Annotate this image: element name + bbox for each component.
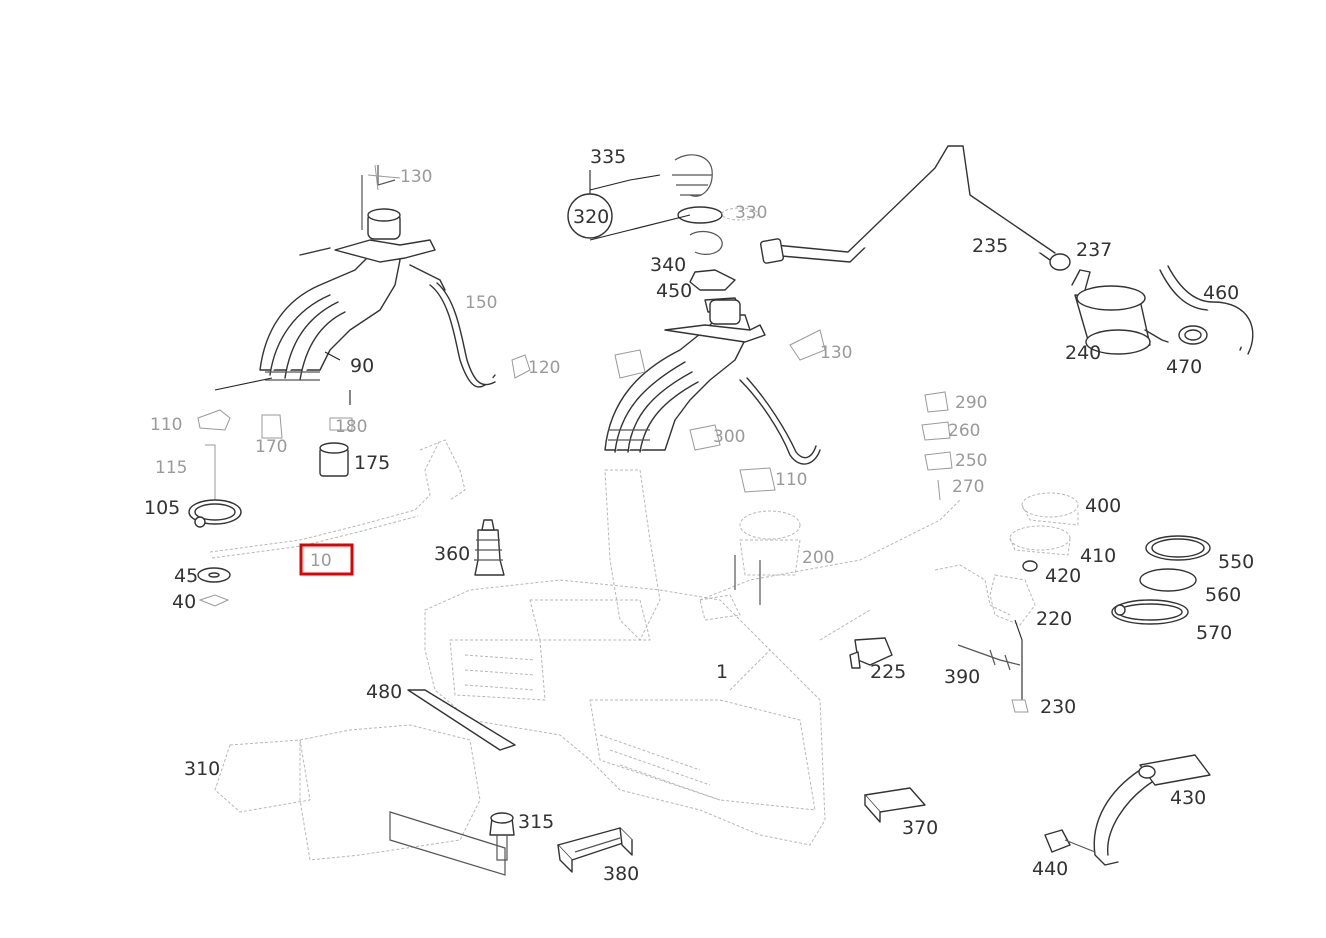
small-parts-left-faint: 110 170 180 115 120 130 [150,164,560,500]
wire-390 [957,644,1021,671]
svg-text:300: 300 [713,427,745,447]
part-labels: 335 320 340 450 235 237 460 240 470 150 … [144,146,1254,885]
label-390: 390 [944,666,980,688]
filter-240 [1071,269,1169,355]
label-240: 240 [1065,342,1101,364]
connector-220 [934,564,1036,626]
label-10: 10 [310,551,332,571]
label-315: 315 [518,811,554,833]
plate-315 [389,811,506,876]
svg-text:110: 110 [150,415,182,435]
highlight-box[interactable] [299,543,354,576]
sensor-225 [849,637,893,669]
strip-480 [407,689,516,751]
label-470: 470 [1166,356,1202,378]
boot-360 [474,519,505,576]
svg-text:130: 130 [820,343,852,363]
label-40: 40 [172,591,196,613]
cap-175 [319,442,349,477]
ring-550 [1145,535,1211,561]
label-45: 45 [174,565,198,587]
label-105: 105 [144,497,180,519]
label-310: 310 [184,758,220,780]
label-230: 230 [1040,696,1076,718]
label-335: 335 [590,146,626,168]
label-340: 340 [650,254,686,276]
label-550: 550 [1218,551,1254,573]
seal-420 [1022,560,1038,572]
clamp-570 [1111,599,1189,625]
svg-text:115: 115 [155,458,187,478]
label-480: 480 [366,681,402,703]
fuel-sender-left [259,165,446,381]
label-420: 420 [1045,565,1081,587]
label-237: 237 [1076,239,1112,261]
highlighted-callout-10[interactable]: 10 [299,543,354,576]
label-90: 90 [350,355,374,377]
hose-460 [1159,265,1254,355]
label-220: 220 [1036,608,1072,630]
label-430: 430 [1170,787,1206,809]
fuel-sender-center [604,299,821,465]
clamp-237 [1049,253,1071,271]
label-235: 235 [972,235,1008,257]
svg-text:330: 330 [735,203,767,223]
label-460: 460 [1203,282,1239,304]
label-560: 560 [1205,584,1241,606]
damper-400 [1021,492,1079,526]
svg-text:270: 270 [952,477,984,497]
clamp-105 [188,499,242,528]
svg-text:260: 260 [948,421,980,441]
svg-text:130: 130 [400,167,432,187]
clamp-470 [1178,325,1208,345]
label-320: 320 [573,206,609,228]
label-360: 360 [434,543,470,565]
bolt-440 [1044,829,1096,853]
svg-text:180: 180 [335,417,367,437]
damper-410 [1009,525,1071,556]
label-570: 570 [1196,622,1232,644]
svg-text:250: 250 [955,451,987,471]
label-200: 200 [802,548,834,568]
label-150: 150 [465,293,497,313]
tube-235 [760,145,1056,264]
svg-text:120: 120 [528,358,560,378]
svg-text:290: 290 [955,393,987,413]
label-225: 225 [870,661,906,683]
label-440: 440 [1032,858,1068,880]
bolt-315 [489,812,515,861]
label-175: 175 [354,452,390,474]
label-450: 450 [656,280,692,302]
svg-text:110: 110 [775,470,807,490]
bracket-370 [864,787,926,823]
clip-380 [557,827,633,873]
label-380: 380 [603,863,639,885]
cable-10 [209,439,466,559]
label-400: 400 [1085,495,1121,517]
label-370: 370 [902,817,938,839]
ring-560 [1139,568,1197,592]
fuel-tank-outline [214,469,961,861]
pump-200 [699,510,801,621]
label-1: 1 [716,661,728,683]
label-410: 410 [1080,545,1116,567]
strap-430 [1093,754,1211,866]
svg-text:170: 170 [255,437,287,457]
washer-45 [197,567,231,583]
